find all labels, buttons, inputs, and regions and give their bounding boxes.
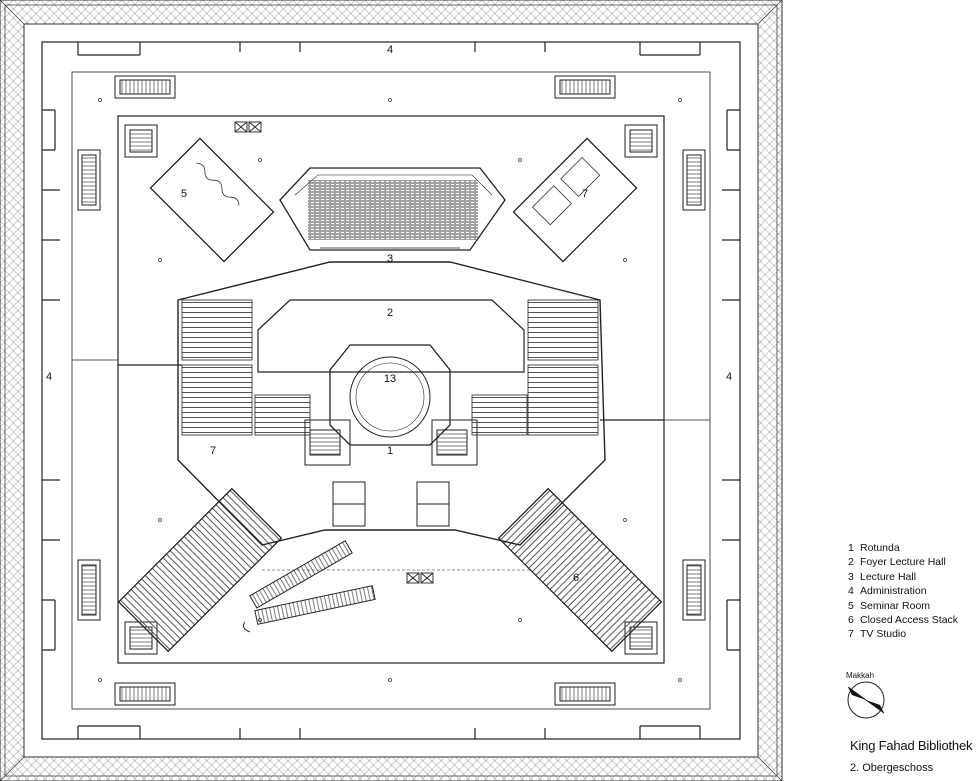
stack-wing-se <box>497 487 663 653</box>
room-number-13: 13 <box>384 373 396 385</box>
columns <box>98 98 682 682</box>
compass-label: Makkah <box>846 671 874 680</box>
legend-item-number: 2 <box>848 556 854 569</box>
legend-item-number: 3 <box>848 570 854 583</box>
room-number-4-top: 4 <box>387 44 393 56</box>
stack-wing-sw <box>117 487 283 653</box>
legend-item-number: 1 <box>848 542 854 554</box>
legend-item-number: 5 <box>848 599 854 612</box>
legend-item-label: Lecture Hall <box>860 570 917 583</box>
legend-item-label: Seminar Room <box>860 599 931 612</box>
legend-item: 3 Lecture Hall <box>848 570 958 584</box>
elevators <box>234 121 434 584</box>
legend-item-number: 6 <box>848 614 854 627</box>
corner-stairs <box>124 124 658 655</box>
room-number-7-lower: 7 <box>210 445 216 457</box>
room-number-4-right: 4 <box>726 371 732 383</box>
legend-item-label: TV Studio <box>860 628 907 641</box>
room-number-3: 3 <box>387 253 393 265</box>
legend-item-label: Foyer Lecture Hall <box>860 556 946 569</box>
lecture-hall <box>279 167 506 251</box>
legend: 1 Rotunda 2 Foyer Lecture Hall 3 Lecture Ha… <box>848 541 958 642</box>
stack-wing-nw <box>149 137 275 263</box>
legend-item: 5 Seminar Room <box>848 599 958 613</box>
outer-ring-walls <box>41 41 741 740</box>
core-rooms <box>77 75 706 706</box>
legend-item: 1 Rotunda <box>848 541 958 555</box>
facade-lattice <box>0 0 783 781</box>
service-cores <box>304 419 478 527</box>
legend-item-number: 4 <box>848 585 854 598</box>
rotunda <box>329 344 451 446</box>
compass: Makkah <box>846 671 885 719</box>
plan-subtitle: 2. Obergeschoss <box>850 762 934 774</box>
legend-item: 7 TV Studio <box>848 627 958 641</box>
room-number-6: 6 <box>573 572 579 584</box>
room-number-2: 2 <box>387 307 393 319</box>
ramps <box>242 540 530 633</box>
legend-item-label: Administration <box>860 585 927 598</box>
shelving-blocks <box>181 299 599 436</box>
inner-hall <box>72 115 710 664</box>
legend-item-label: Rotunda <box>860 542 900 554</box>
room-number-7-upper: 7 <box>582 188 588 200</box>
plan-title: King Fahad Bibliothek <box>850 738 973 753</box>
legend-item: 6 Closed Access Stack <box>848 613 958 627</box>
legend-item: 4 Administration <box>848 584 958 598</box>
room-number-1: 1 <box>387 445 393 457</box>
legend-item: 2 Foyer Lecture Hall <box>848 555 958 569</box>
room-numbers: 4 4 4 5 7 3 2 13 1 7 6 <box>46 44 732 584</box>
room-number-5: 5 <box>181 188 187 200</box>
legend-item-number: 7 <box>848 628 854 641</box>
library-octagon <box>177 261 606 546</box>
legend-item-label: Closed Access Stack <box>860 614 959 627</box>
stack-wing-ne <box>512 137 638 263</box>
room-number-4-left: 4 <box>46 371 52 383</box>
